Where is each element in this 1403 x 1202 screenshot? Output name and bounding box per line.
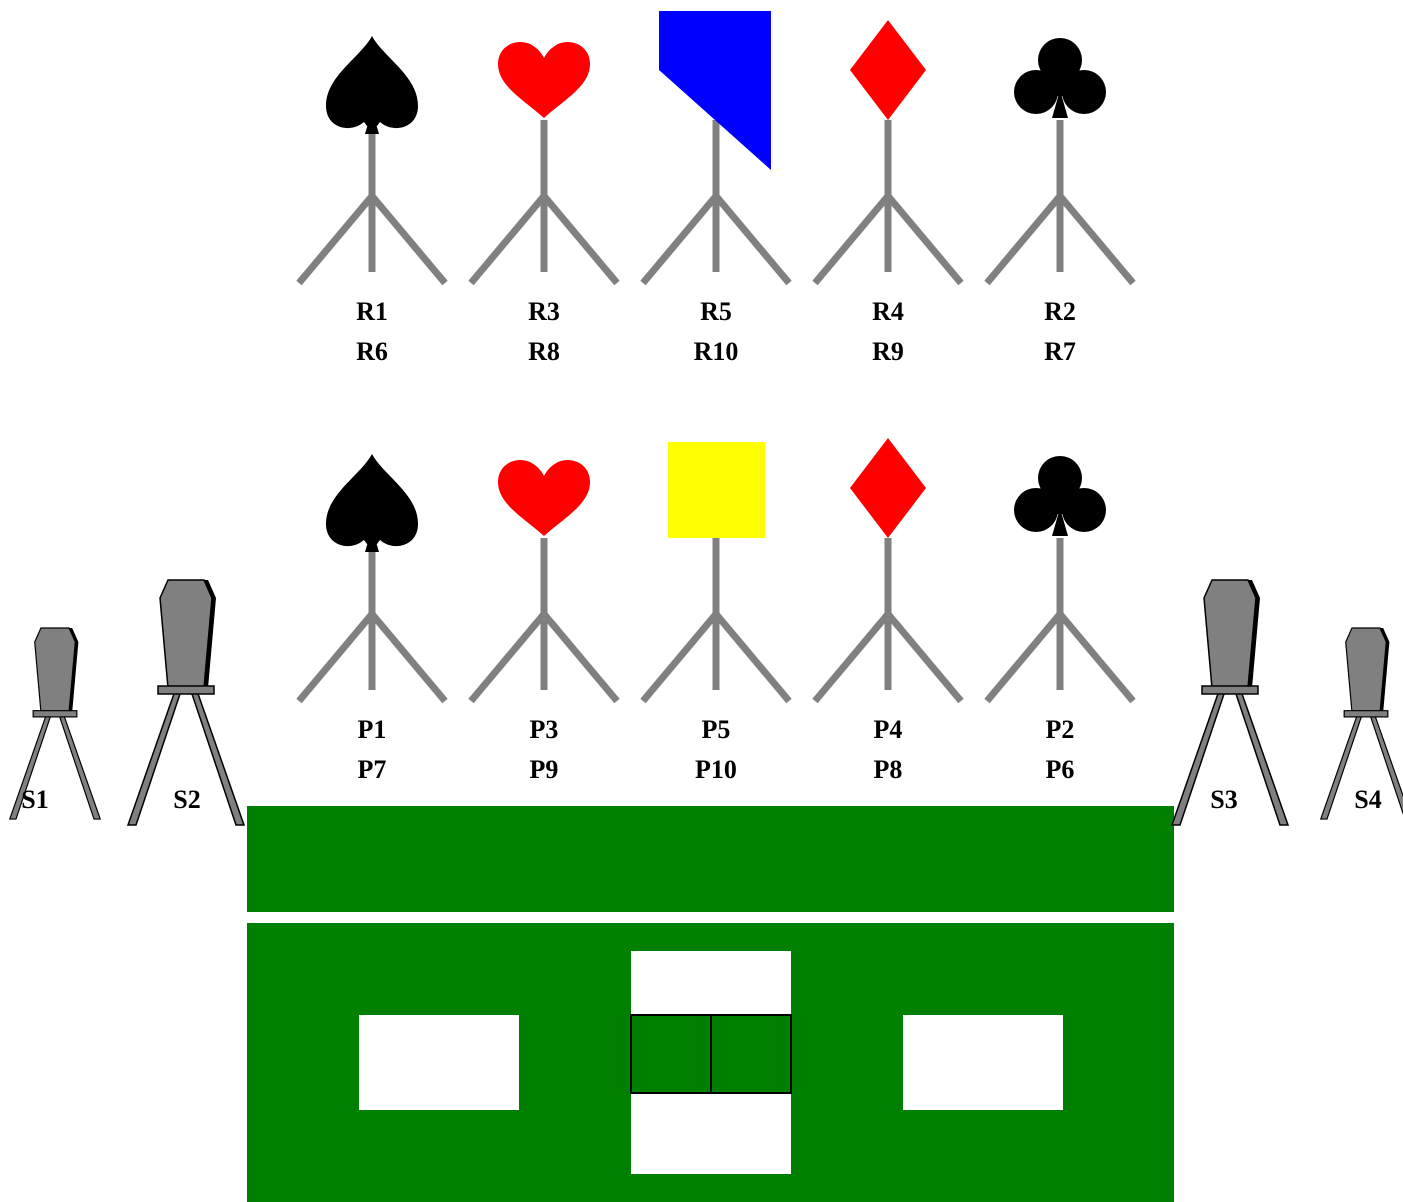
speaker-cabinet-icon <box>159 579 213 689</box>
speaker-3 <box>1170 579 1290 826</box>
right-box <box>903 1015 1063 1110</box>
stand-label-bottom: R10 <box>694 337 739 366</box>
diamond-icon <box>850 438 926 538</box>
tripod-stand <box>471 538 617 701</box>
stand-label-bottom: R8 <box>528 337 560 366</box>
stand-label-bottom: R6 <box>356 337 388 366</box>
center-left-cell <box>630 1014 712 1094</box>
speaker-label: S2 <box>173 785 200 814</box>
tripod-stand <box>987 120 1133 283</box>
stand-label-top: P4 <box>874 715 903 744</box>
tripod-stand <box>815 120 961 283</box>
club-icon <box>1014 38 1106 118</box>
spade-icon <box>326 36 418 134</box>
club-icon <box>1014 456 1106 536</box>
stand-label-top: R4 <box>872 297 904 326</box>
speaker-4 <box>1319 627 1403 820</box>
speaker-label: S3 <box>1210 785 1237 814</box>
stand-label-top: P2 <box>1046 715 1075 744</box>
playing-field <box>247 806 1174 1202</box>
tripod-stand <box>299 120 445 283</box>
stand-label-top: P5 <box>702 715 731 744</box>
left-box <box>359 1015 519 1110</box>
stand-label-top: R1 <box>356 297 388 326</box>
stand-label-top: R3 <box>528 297 560 326</box>
stand-label-top: P1 <box>358 715 387 744</box>
stand-label-top: R2 <box>1044 297 1076 326</box>
tripod-stand <box>471 120 617 283</box>
speaker-stands: S1 S2 S3 S4 <box>8 579 1403 826</box>
tripod-stand <box>643 538 789 701</box>
tripod-stand <box>815 538 961 701</box>
diamond-icon <box>850 20 926 120</box>
stand-label-bottom: R7 <box>1044 337 1076 366</box>
speaker-label: S4 <box>1354 785 1381 814</box>
stand-label-bottom: P6 <box>1046 755 1075 784</box>
speaker-label: S1 <box>21 785 48 814</box>
center-right-cell <box>710 1014 792 1094</box>
stand-label-bottom: P9 <box>530 755 559 784</box>
stand-label-bottom: P10 <box>695 755 737 784</box>
field-divider-line <box>247 912 1174 923</box>
tripod-stand <box>299 538 445 701</box>
spade-icon <box>326 454 418 552</box>
speaker-1 <box>8 627 102 820</box>
stand-label-top: P3 <box>530 715 559 744</box>
heart-icon <box>498 460 590 536</box>
stand-label-top: R5 <box>700 297 732 326</box>
square-flag-icon <box>668 442 765 538</box>
speaker-cabinet-icon <box>34 627 76 713</box>
speaker-cabinet-icon <box>1345 627 1387 713</box>
speaker-cabinet-icon <box>1203 579 1257 689</box>
pennant-flag-icon <box>659 11 771 170</box>
stand-label-bottom: P8 <box>874 755 903 784</box>
stand-label-bottom: R9 <box>872 337 904 366</box>
speaker-2 <box>126 579 246 826</box>
stand-label-bottom: P7 <box>358 755 387 784</box>
tripod-stand <box>987 538 1133 701</box>
heart-icon <box>498 42 590 118</box>
